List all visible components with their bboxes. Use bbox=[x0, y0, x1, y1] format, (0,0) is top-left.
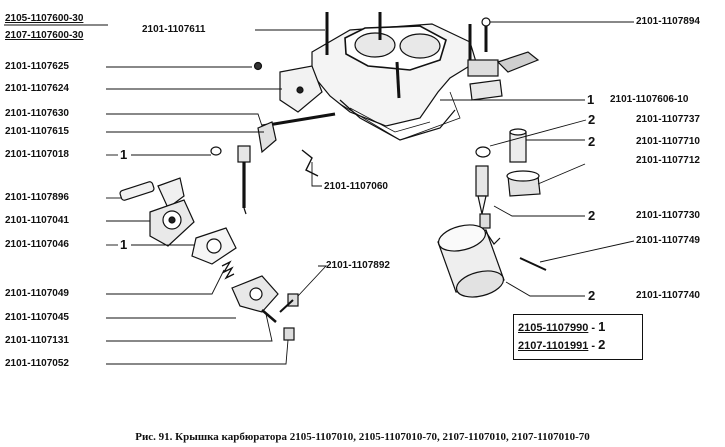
legend-sep-2: - bbox=[591, 340, 596, 352]
plug-712 bbox=[506, 170, 541, 197]
carburetor-cover-body bbox=[311, 12, 540, 141]
label-052: 2101-1107052 bbox=[5, 358, 69, 369]
legend-row-2: 2107-1101991 - 2 bbox=[518, 337, 606, 352]
label-894: 2101-1107894 bbox=[636, 16, 700, 27]
jet-710 bbox=[509, 128, 527, 163]
legend-code-2: 2107-1101991 bbox=[518, 340, 589, 352]
header-ref-2: 2107-1107600-30 bbox=[5, 30, 84, 41]
pin-749 bbox=[519, 257, 547, 271]
spring-049 bbox=[221, 260, 235, 280]
label-625: 2101-1107625 bbox=[5, 61, 69, 72]
pump-cover-041 bbox=[119, 177, 195, 247]
label-018: 2101-1107018 bbox=[5, 149, 69, 160]
wire-link-060 bbox=[301, 149, 319, 177]
label-611: 2101-1107611 bbox=[142, 24, 206, 35]
legend-sep-1: - bbox=[591, 322, 596, 334]
label-049: 2101-1107049 bbox=[5, 288, 69, 299]
label-615: 2101-1107615 bbox=[5, 126, 69, 137]
screw-625 bbox=[253, 61, 263, 71]
label-892: 2101-1107892 bbox=[326, 260, 390, 271]
label-041: 2101-1107041 bbox=[5, 215, 69, 226]
washer-737 bbox=[475, 146, 491, 158]
label-710: 2101-1107710 bbox=[636, 136, 700, 147]
legend-row-1: 2105-1107990 - 1 bbox=[518, 319, 606, 334]
pump-body-045 bbox=[231, 275, 279, 323]
float-740 bbox=[437, 224, 505, 298]
choke-rod-assembly bbox=[237, 112, 336, 215]
screw-052 bbox=[283, 327, 295, 341]
needle-valve-730 bbox=[475, 165, 491, 229]
label-740: 2101-1107740 bbox=[636, 290, 700, 301]
legend-mark-2: 2 bbox=[598, 337, 606, 352]
marker-730: 2 bbox=[588, 208, 596, 223]
legend-code-1: 2105-1107990 bbox=[518, 322, 589, 334]
marker-606: 1 bbox=[587, 92, 595, 107]
label-749: 2101-1107749 bbox=[636, 235, 700, 246]
leader-lines bbox=[106, 21, 635, 365]
label-060: 2101-1107060 bbox=[324, 181, 388, 192]
marker-737: 2 bbox=[588, 112, 596, 127]
marker-046: 1 bbox=[120, 237, 128, 252]
label-737: 2101-1107737 bbox=[636, 114, 700, 125]
label-606: 2101-1107606-10 bbox=[610, 94, 689, 105]
label-045: 2101-1107045 bbox=[5, 312, 69, 323]
label-896: 2101-1107896 bbox=[5, 192, 69, 203]
marker-710: 2 bbox=[588, 134, 596, 149]
label-624: 2101-1107624 bbox=[5, 83, 69, 94]
diaphragm-046 bbox=[191, 227, 237, 265]
screw-892 bbox=[279, 293, 299, 313]
legend-box bbox=[513, 314, 643, 360]
washer-018 bbox=[210, 146, 222, 156]
label-730: 2101-1107730 bbox=[636, 210, 700, 221]
marker-018: 1 bbox=[120, 147, 128, 162]
label-630: 2101-1107630 bbox=[5, 108, 69, 119]
marker-740: 2 bbox=[588, 288, 596, 303]
header-ref-1: 2105-1107600-30 bbox=[5, 13, 84, 24]
legend-mark-1: 1 bbox=[598, 319, 606, 334]
label-712: 2101-1107712 bbox=[636, 155, 700, 166]
figure-caption: Рис. 91. Крышка карбюратора 2105-1107010… bbox=[135, 431, 590, 443]
label-131: 2101-1107131 bbox=[5, 335, 69, 346]
label-046: 2101-1107046 bbox=[5, 239, 69, 250]
